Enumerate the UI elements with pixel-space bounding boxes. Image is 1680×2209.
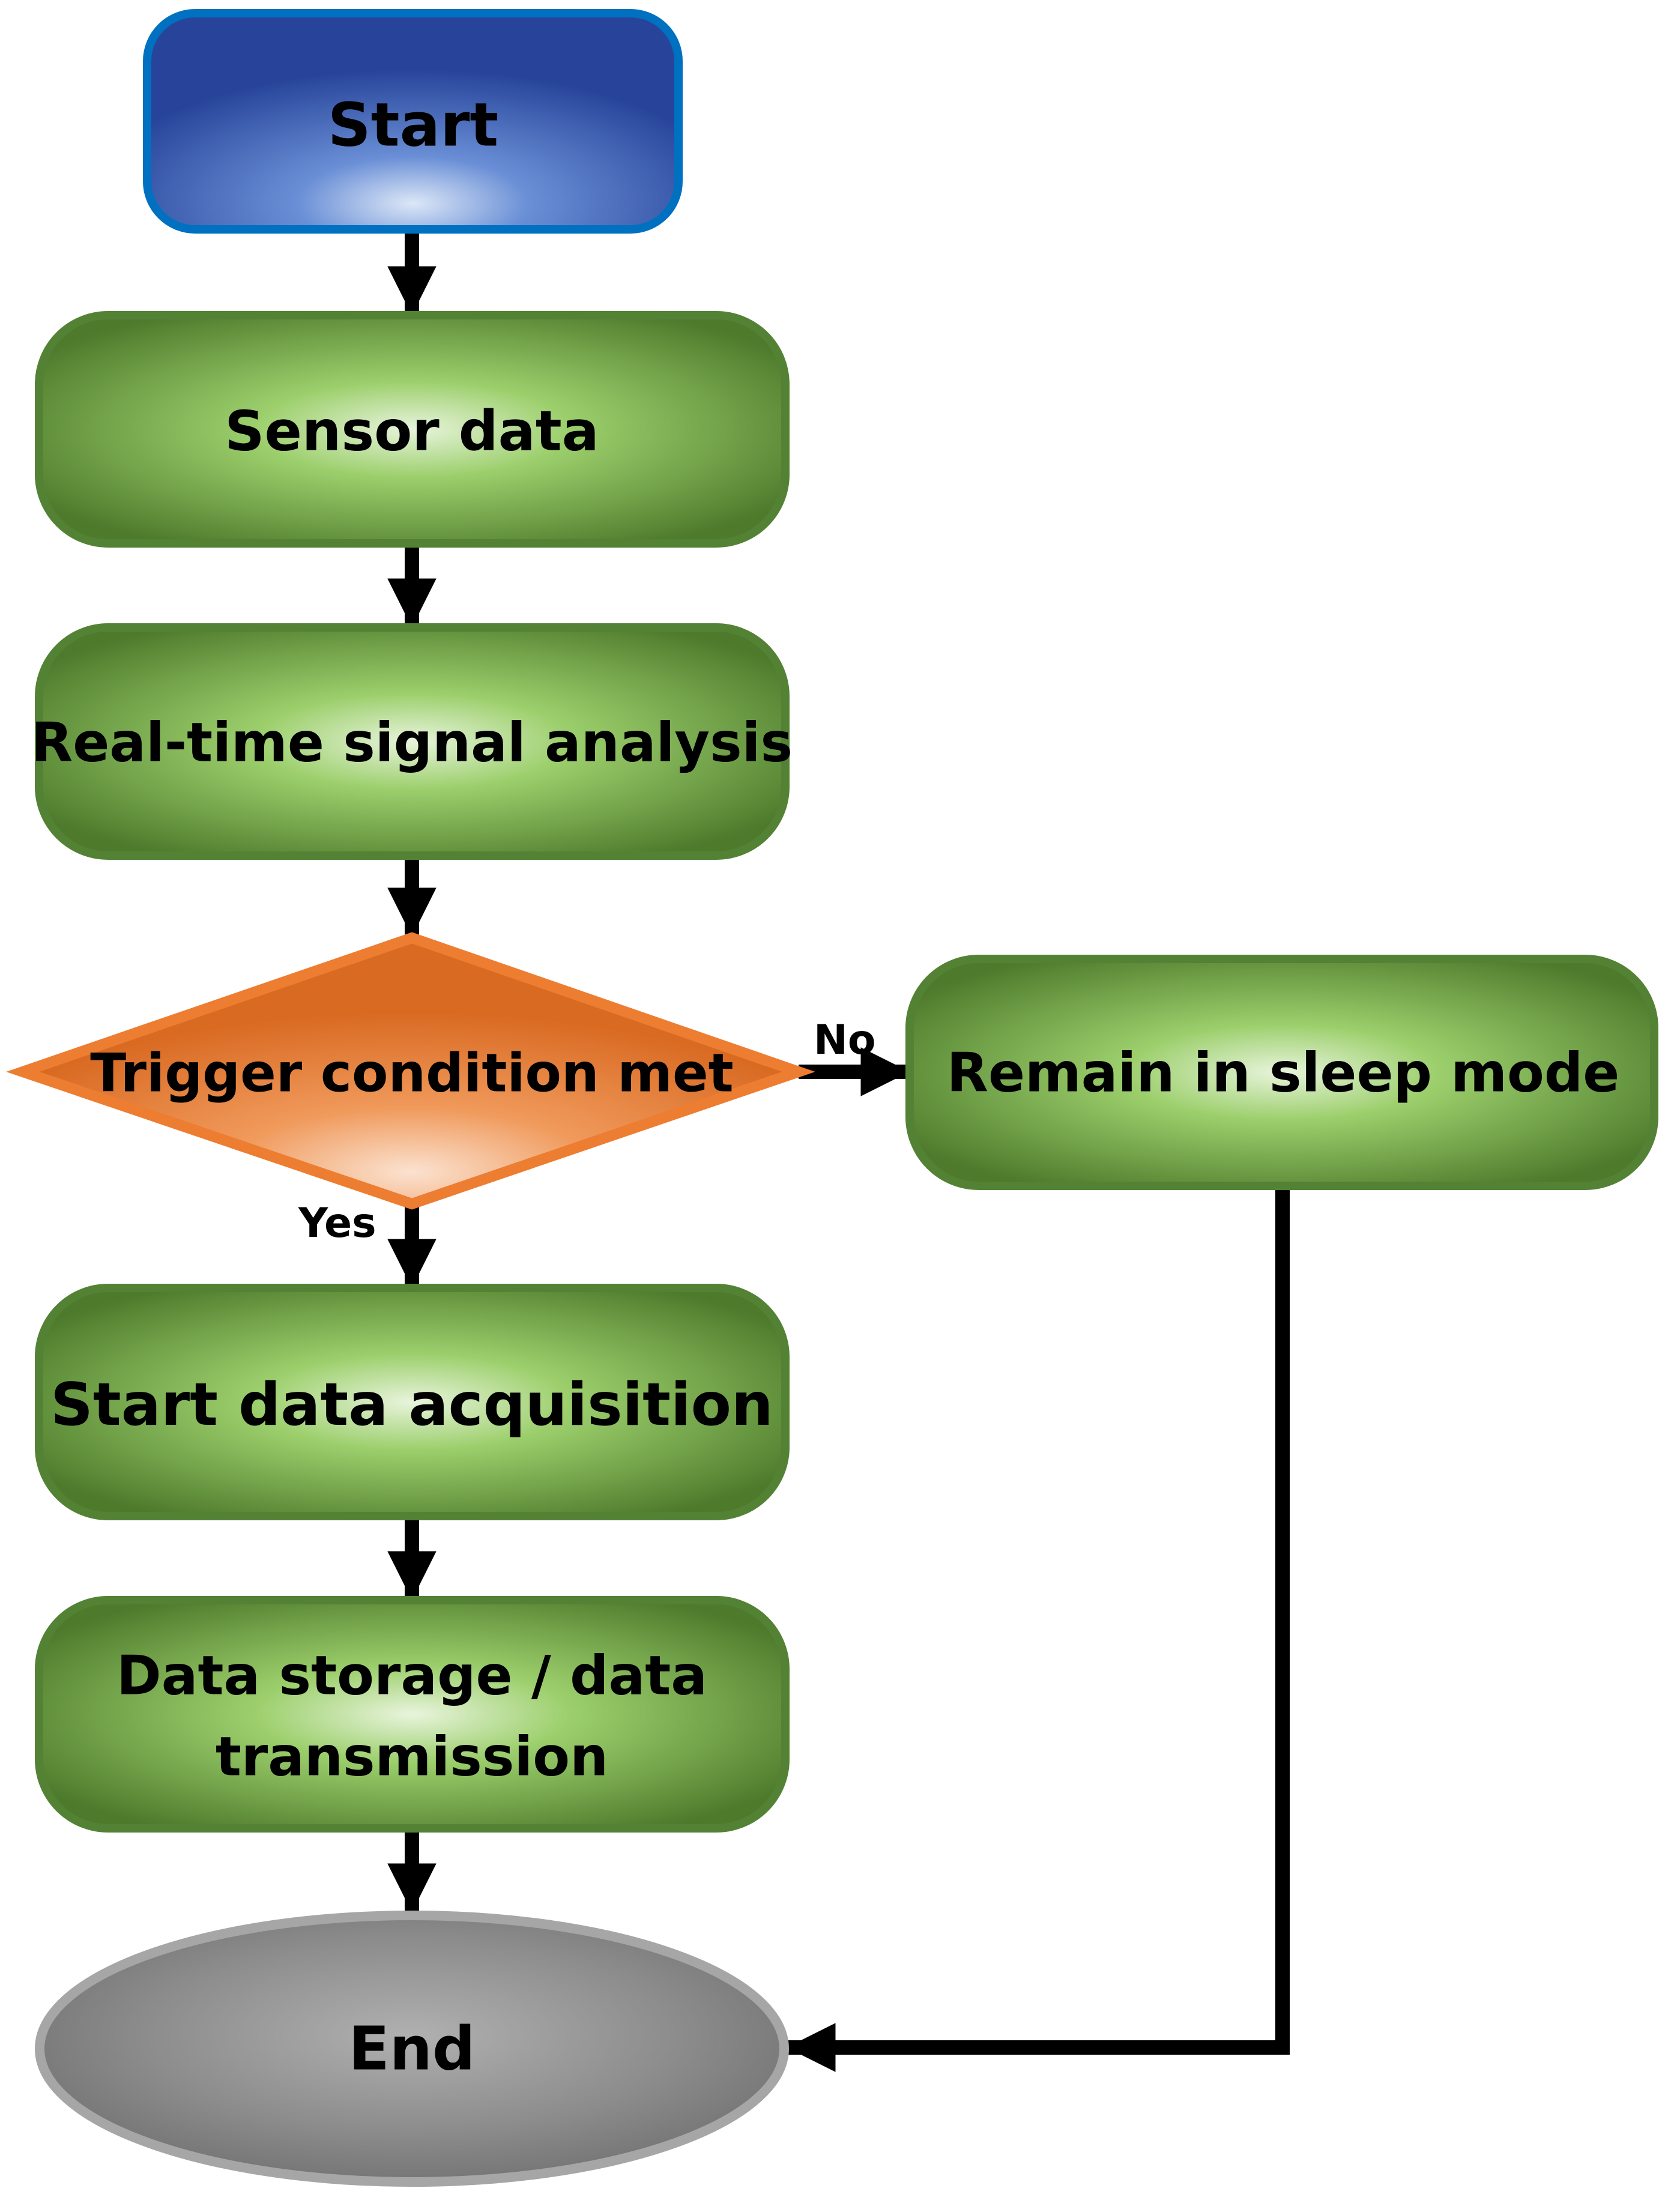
signal-analysis-label: Real-time signal analysis [31,712,793,775]
trigger-decision-node: Trigger condition met [6,932,815,1210]
sensor-data-label: Sensor data [225,399,599,464]
data-storage-node: Data storage / data transmission [35,1596,790,1833]
data-storage-label-line2: transmission [216,1726,608,1789]
sleep-mode-node: Remain in sleep mode [905,955,1658,1190]
data-acquisition-node: Start data acquisition [35,1284,790,1520]
no-label: No [814,1017,876,1064]
sensor-data-node: Sensor data [35,311,790,548]
trigger-decision-label: Trigger condition met [90,1042,733,1104]
start-label: Start [328,90,498,160]
data-storage-label-line1: Data storage / data [116,1645,707,1708]
arrow-sleep-to-end [787,1180,1290,2072]
start-node: Start [143,9,683,234]
end-node: End [35,1911,789,2187]
end-label: End [348,2014,475,2084]
connectors [387,228,1290,2072]
signal-analysis-node: Real-time signal analysis [31,623,793,860]
yes-label: Yes [298,1200,376,1247]
sleep-mode-label: Remain in sleep mode [947,1042,1620,1105]
data-acquisition-label: Start data acquisition [50,1371,773,1439]
